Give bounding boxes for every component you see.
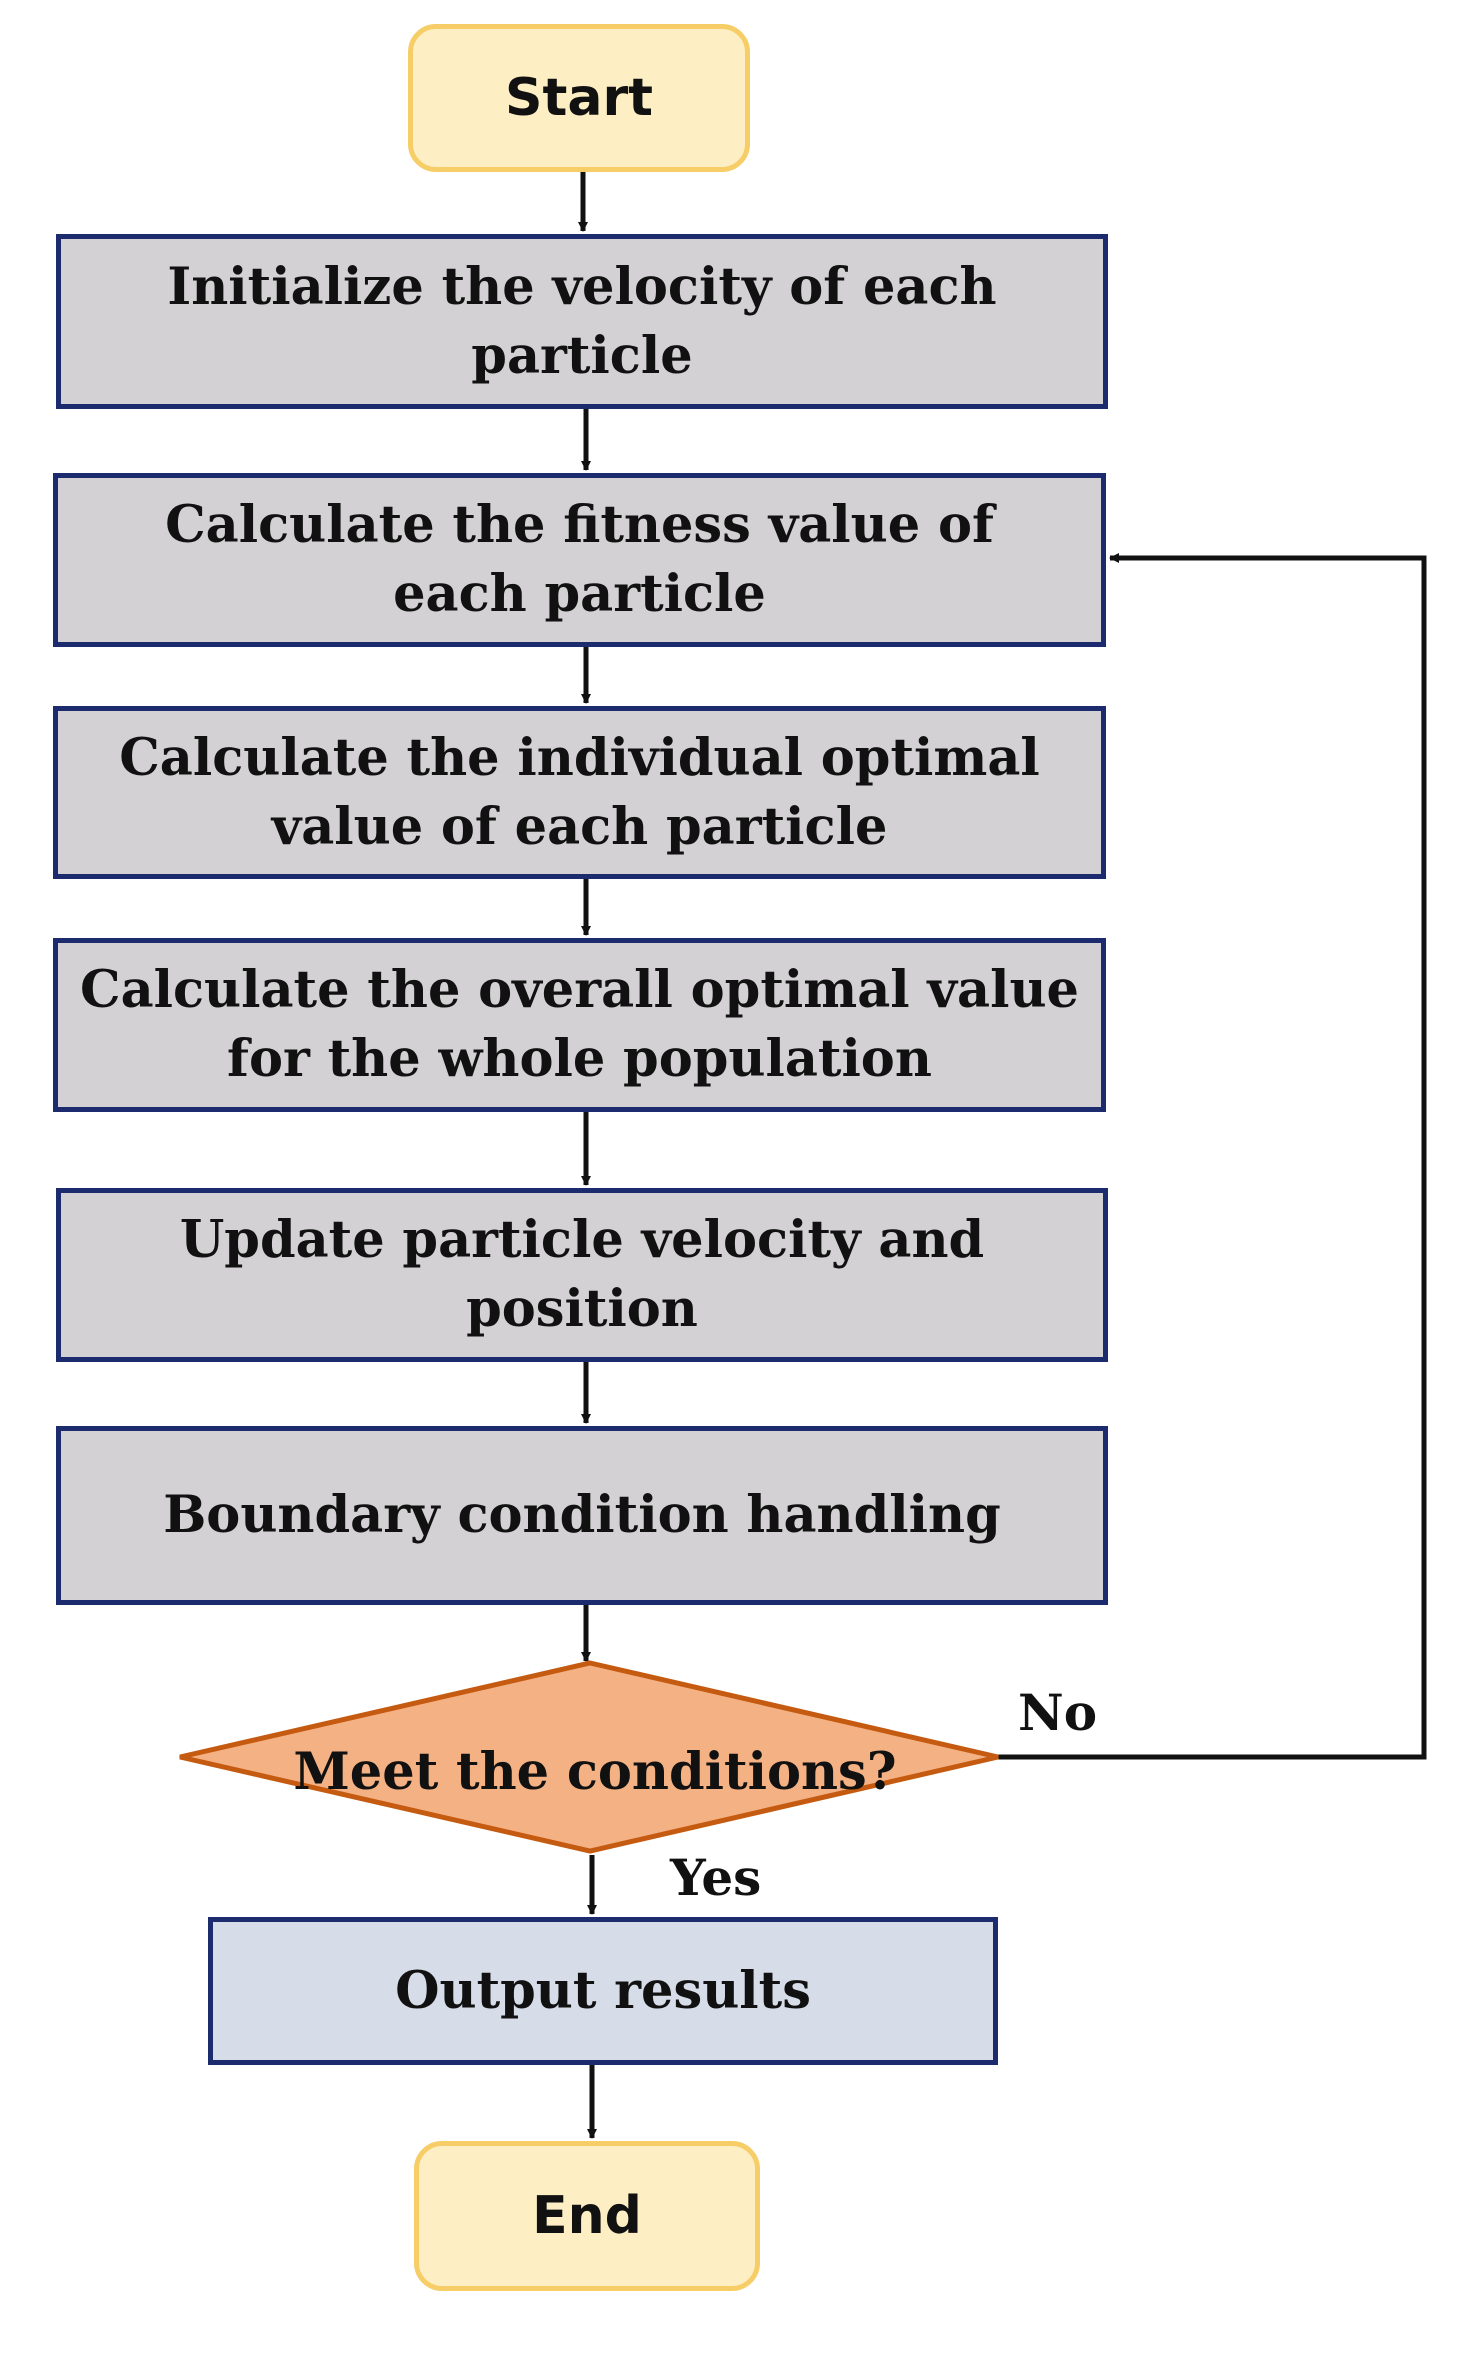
decision-label: Meet the conditions?	[293, 1742, 897, 1802]
branch-no-label: No	[1018, 1683, 1098, 1742]
end-label: End	[532, 2185, 642, 2246]
step-boundary-handling: Boundary condition handling	[56, 1426, 1108, 1605]
output-results-box: Output results	[208, 1917, 998, 2065]
start-label: Start	[505, 67, 653, 128]
step-individual-optimal-label: Calculate the individual optimal value o…	[119, 727, 1040, 857]
step-individual-optimal: Calculate the individual optimal value o…	[53, 706, 1106, 879]
decision-diamond	[179, 1660, 999, 1854]
step-initialize-velocity: Initialize the velocity of each particle	[56, 234, 1108, 409]
start-terminal: Start	[408, 24, 750, 172]
end-terminal: End	[414, 2141, 760, 2291]
step-overall-optimal: Calculate the overall optimal value for …	[53, 938, 1106, 1112]
step-calculate-fitness: Calculate the fitness value of each part…	[53, 473, 1106, 647]
step-calculate-fitness-label: Calculate the fitness value of each part…	[165, 495, 994, 624]
arrow-no-loop-back	[998, 553, 1427, 1760]
branch-yes-label: Yes	[670, 1848, 762, 1907]
step-overall-optimal-label: Calculate the overall optimal value for …	[79, 960, 1079, 1089]
step-initialize-velocity-label: Initialize the velocity of each particle	[167, 256, 997, 386]
step-update-velocity-position-label: Update particle velocity and position	[179, 1210, 985, 1339]
output-results-label: Output results	[395, 1960, 811, 2021]
step-boundary-handling-label: Boundary condition handling	[163, 1485, 1001, 1545]
step-update-velocity-position: Update particle velocity and position	[56, 1188, 1108, 1362]
